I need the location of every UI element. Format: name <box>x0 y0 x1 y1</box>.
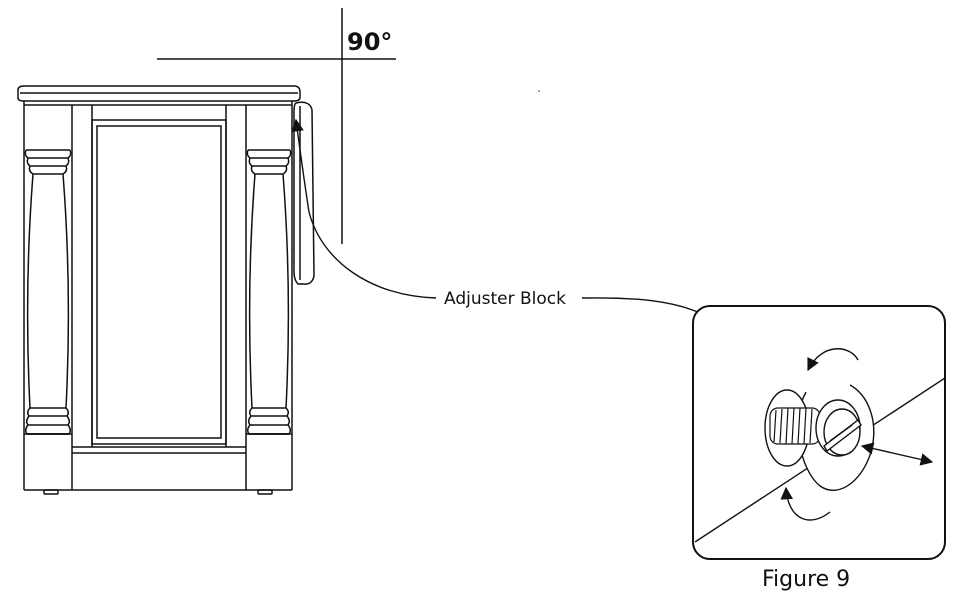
adjuster-block-profile <box>293 101 315 285</box>
screw-head <box>815 399 862 457</box>
angle-label: 90° <box>347 28 392 56</box>
cabinet-center-panel <box>91 119 227 445</box>
cabinet-frame <box>23 105 293 490</box>
rotation-arrows <box>780 348 859 521</box>
figure-caption: Figure 9 <box>762 567 850 592</box>
rotation-arrow-top <box>807 348 859 372</box>
rotation-arrow-bottom <box>780 486 831 521</box>
detail-view <box>692 305 946 560</box>
right-angle-reference <box>157 8 396 244</box>
left-turned-column <box>24 149 72 435</box>
threaded-bolt <box>769 407 821 445</box>
adjustment-direction-arrow <box>860 442 934 466</box>
leader-to-adjuster-block <box>291 118 437 299</box>
cabinet-side-view <box>17 85 301 495</box>
cabinet-top-molding <box>17 85 301 106</box>
cabinet-feet <box>43 489 273 495</box>
stray-mark <box>538 90 540 92</box>
callout-label: Adjuster Block <box>444 289 566 309</box>
right-turned-column <box>246 149 292 435</box>
cabinet-base <box>24 433 292 491</box>
